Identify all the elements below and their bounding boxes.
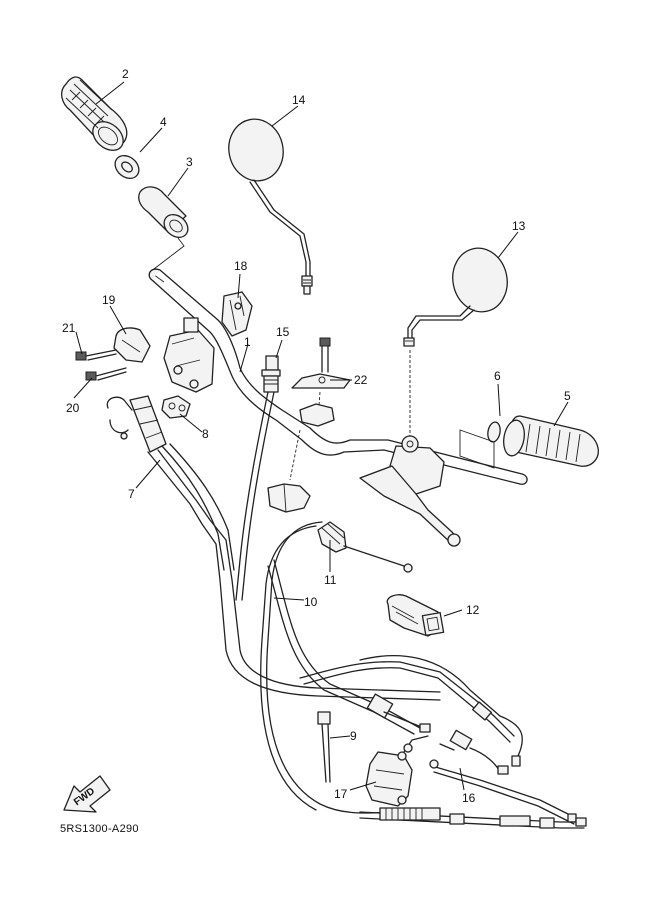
right-mirror (403, 247, 508, 440)
bolt-bracket (291, 337, 351, 389)
callout-17: 17 (334, 787, 348, 801)
left-mirror (228, 118, 313, 295)
callout-21: 21 (62, 321, 76, 335)
handlebar (148, 268, 528, 485)
throttle-cables (106, 395, 441, 701)
forward-arrow-icon: FWD (63, 775, 111, 813)
cable-clamp (161, 395, 191, 419)
callout-leaders (73, 81, 569, 791)
washer (114, 155, 140, 179)
starter-cable-lower (429, 759, 577, 825)
callout-numbers: 2 4 3 14 13 18 19 1 15 21 20 22 6 5 8 7 … (62, 67, 571, 805)
callout-18: 18 (234, 259, 248, 273)
starter-cable (317, 521, 413, 573)
clutch-cable (299, 655, 523, 775)
throttle-housing (163, 317, 215, 393)
bottom-cable (359, 807, 587, 829)
lever-holder (365, 735, 429, 807)
long-cable (260, 521, 421, 814)
callout-7: 7 (128, 487, 135, 501)
cable-tie (317, 711, 331, 783)
screw-21 (75, 349, 117, 361)
callout-9: 9 (350, 729, 357, 743)
alignment-line (149, 237, 185, 283)
callout-1: 1 (244, 335, 251, 349)
grip-end-ring (459, 421, 501, 469)
left-grip (60, 76, 128, 151)
screw-20 (85, 367, 127, 381)
choke-knob-cable (235, 355, 281, 601)
throttle-tube (138, 186, 189, 238)
throttle-housing-upper (221, 291, 253, 337)
callout-13: 13 (512, 219, 526, 233)
lever-assembly (359, 435, 461, 547)
callout-12: 12 (466, 603, 480, 617)
handlebar-holder (267, 403, 335, 513)
throttle-housing-lower (113, 327, 151, 363)
callout-22: 22 (354, 373, 368, 387)
callout-8: 8 (202, 427, 209, 441)
callout-11: 11 (324, 573, 337, 587)
drawing-code: 5RS1300-A290 (60, 823, 139, 835)
callout-15: 15 (276, 325, 290, 339)
callout-4: 4 (160, 115, 167, 129)
callout-19: 19 (102, 293, 116, 307)
callout-20: 20 (66, 401, 80, 415)
right-grip (503, 415, 599, 467)
callout-10: 10 (304, 595, 318, 609)
callout-6: 6 (494, 369, 501, 383)
callout-5: 5 (564, 389, 571, 403)
callout-3: 3 (186, 155, 193, 169)
callout-16: 16 (462, 791, 476, 805)
callout-14: 14 (292, 93, 306, 107)
callout-2: 2 (122, 67, 129, 81)
switch-housing (386, 594, 445, 637)
